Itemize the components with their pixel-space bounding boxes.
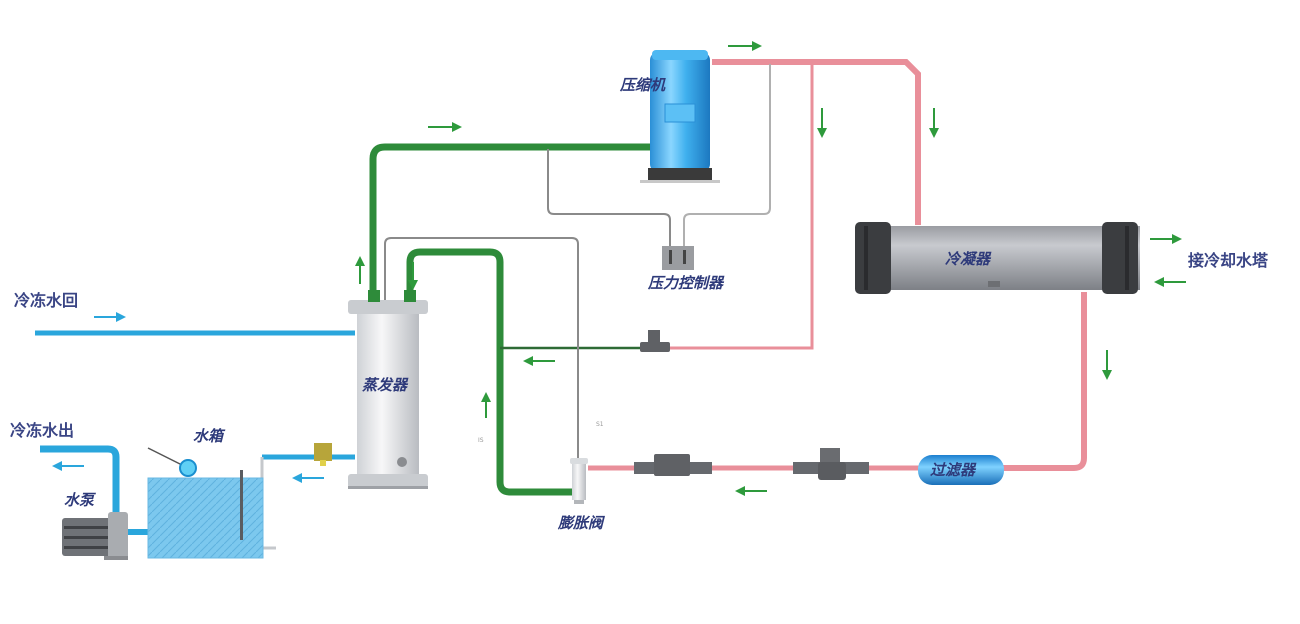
evaporator: [348, 290, 428, 489]
water-strainer-stem: [320, 460, 326, 466]
chilled-water-return-label: 冷冻水回: [14, 291, 78, 310]
compressor: [640, 50, 720, 183]
small-mark-left: IS: [478, 437, 484, 444]
water-pump: [62, 512, 128, 560]
expansion-valve: [570, 458, 588, 504]
liquid-inlet-pipe: [406, 248, 572, 496]
solenoid-valve: [793, 448, 869, 480]
pressure-controller: [662, 246, 694, 270]
condenser: [855, 222, 1140, 294]
pressure-controller-label: 压力控制器: [647, 274, 725, 292]
arrow-left-icon: [292, 473, 324, 483]
chilled-water-out-label: 冷冻水出: [10, 421, 74, 440]
arrow-down-icon: [1102, 350, 1112, 380]
water-strainer: [314, 443, 332, 461]
arrow-down-icon: [929, 108, 939, 138]
compressor-label: 压缩机: [619, 76, 666, 94]
capillary-high: [683, 64, 771, 246]
flow-arrows: [52, 41, 1186, 496]
arrow-right-icon: [94, 312, 126, 322]
filter-drier: [918, 455, 1004, 485]
arrow-left-icon: [1154, 277, 1186, 287]
capillary-low: [547, 149, 671, 246]
water-tank-label: 水箱: [193, 427, 226, 445]
water-pump-label: 水泵: [64, 491, 96, 509]
bypass-valve: [640, 330, 670, 352]
arrow-left-icon: [52, 461, 84, 471]
arrow-left-icon: [735, 486, 767, 496]
arrow-right-icon: [1150, 234, 1182, 244]
chilled-water-out-pipe: [40, 445, 120, 530]
discharge-pipe: [712, 59, 921, 225]
water-tank: [147, 447, 264, 559]
hot-gas-bypass-pipe: [668, 62, 814, 350]
cooling-tower-label: 接冷却水塔: [1188, 251, 1269, 270]
arrow-down-icon: [817, 108, 827, 138]
condenser-outlet-pipe: [1002, 292, 1087, 471]
tank-overflow-pipe: [260, 457, 276, 550]
condenser-label: 冷凝器: [945, 250, 992, 268]
sensing-line: [384, 237, 579, 462]
small-mark-right: S1: [596, 421, 604, 428]
expansion-valve-label: 膨胀阀: [557, 514, 606, 532]
arrow-left-icon: [523, 356, 555, 366]
arrow-right-icon: [728, 41, 762, 51]
arrow-down-icon: [408, 262, 418, 290]
suction-pipe: [369, 143, 650, 300]
sight-glass: [634, 454, 712, 476]
evaporator-label: 蒸发器: [362, 376, 409, 394]
arrow-up-icon: [481, 392, 491, 418]
arrow-right-icon: [428, 122, 462, 132]
arrow-up-icon: [355, 256, 365, 284]
filter-label: 过滤器: [930, 461, 977, 479]
